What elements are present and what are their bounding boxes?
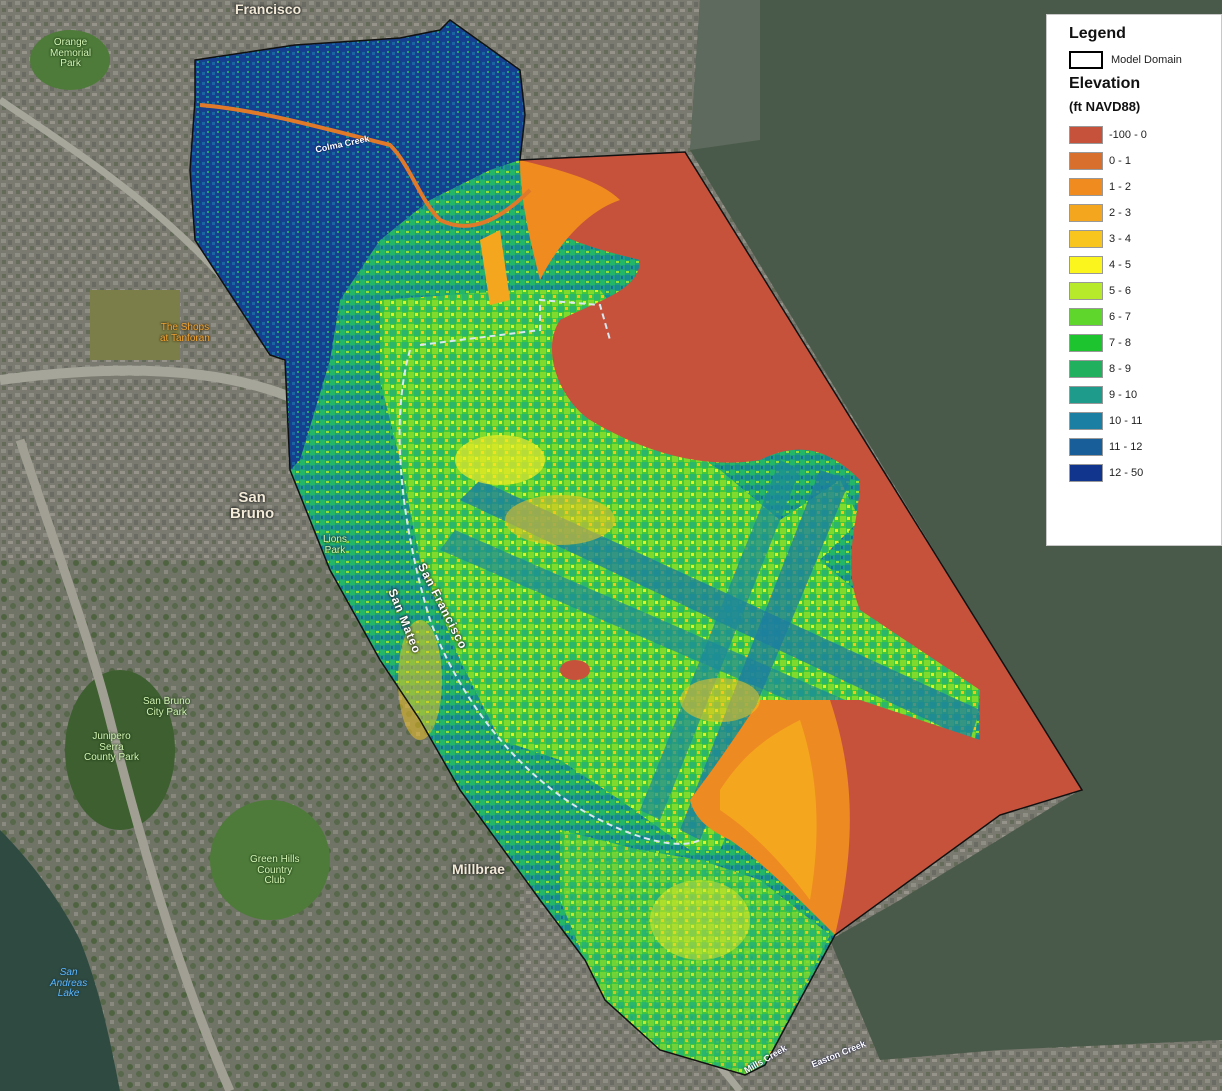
legend-item-label: 6 - 7 xyxy=(1109,311,1132,323)
label-orange-memorial-park: Orange Memorial Park xyxy=(50,37,92,69)
legend-item: 10 - 11 xyxy=(1069,408,1221,434)
legend-item-label: 11 - 12 xyxy=(1109,441,1143,453)
model-domain-outline xyxy=(189,19,1084,1076)
legend-item-label: 3 - 4 xyxy=(1109,233,1132,245)
legend-item-label: 10 - 11 xyxy=(1109,415,1143,427)
green-hills-area xyxy=(210,800,330,920)
legend-item-label: 2 - 3 xyxy=(1109,207,1132,219)
legend-swatch xyxy=(1069,152,1103,170)
legend-swatch xyxy=(1069,412,1103,430)
label-san-bruno: San Bruno xyxy=(230,489,275,522)
legend-units: (ft NAVD88) xyxy=(1069,99,1141,114)
legend-items: -100 - 0 0 - 1 1 - 2 2 - 3 3 - 4 4 - 5 5 - 6 6 … xyxy=(1069,122,1221,486)
legend-item: 4 - 5 xyxy=(1069,252,1221,278)
san-andreas-lake xyxy=(0,830,120,1091)
legend-item: 12 - 50 xyxy=(1069,460,1221,486)
legend-item: 5 - 6 xyxy=(1069,278,1221,304)
legend-swatch xyxy=(1069,256,1103,274)
legend-swatch xyxy=(1069,230,1103,248)
legend-domain-label: Model Domain xyxy=(1111,54,1182,66)
label-shops-tanforan: The Shops at Tanforan xyxy=(160,322,210,344)
label-san-bruno-city-park: San Bruno City Park xyxy=(143,696,191,718)
airport-zone xyxy=(380,290,980,850)
legend-swatch xyxy=(1069,178,1103,196)
legend-item-label: 5 - 6 xyxy=(1109,285,1132,297)
legend-item-label: 8 - 9 xyxy=(1109,363,1132,375)
label-green-hills-country-club: Green Hills Country Club xyxy=(250,854,300,886)
runway-01R xyxy=(640,460,800,820)
legend-item: 8 - 9 xyxy=(1069,356,1221,382)
legend-item: 3 - 4 xyxy=(1069,226,1221,252)
legend-swatch xyxy=(1069,282,1103,300)
legend-swatch xyxy=(1069,126,1103,144)
legend-title: Legend xyxy=(1069,25,1126,42)
legend-item-label: 12 - 50 xyxy=(1109,467,1144,479)
runway-01L xyxy=(680,470,850,840)
legend-item: 2 - 3 xyxy=(1069,200,1221,226)
legend-panel: Legend Model Domain Elevation (ft NAVD88… xyxy=(1046,14,1222,546)
legend-swatch xyxy=(1069,386,1103,404)
legend-item: 7 - 8 xyxy=(1069,330,1221,356)
levee-line xyxy=(398,349,701,845)
label-san-andreas-lake: San Andreas Lake xyxy=(50,967,88,999)
label-millbrae: Millbrae xyxy=(452,861,505,877)
legend-swatch xyxy=(1069,204,1103,222)
legend-item: 11 - 12 xyxy=(1069,434,1221,460)
legend-swatch xyxy=(1069,438,1103,456)
legend-item: 0 - 1 xyxy=(1069,148,1221,174)
legend-item-label: 4 - 5 xyxy=(1109,259,1132,271)
colma-creek-channel xyxy=(199,103,532,228)
label-francisco: Francisco xyxy=(235,1,302,17)
label-junipero-serra-park: Junipero Serra County Park xyxy=(84,731,140,763)
legend-item-label: 0 - 1 xyxy=(1109,155,1132,167)
legend-swatch xyxy=(1069,360,1103,378)
high-ground-north xyxy=(190,20,525,470)
legend-item-label: 9 - 10 xyxy=(1109,389,1138,401)
bay-low-elevation xyxy=(520,152,1082,935)
freeway-280 xyxy=(15,438,235,1091)
legend-item-label: 7 - 8 xyxy=(1109,337,1132,349)
legend-domain-row: Model Domain xyxy=(1069,51,1221,69)
legend-swatch xyxy=(1069,308,1103,326)
shallows-north xyxy=(520,160,620,280)
legend-item: 1 - 2 xyxy=(1069,174,1221,200)
label-lions-park: Lions Park xyxy=(323,534,347,556)
legend-swatch xyxy=(1069,334,1103,352)
legend-item-label: -100 - 0 xyxy=(1109,129,1147,141)
orange-park-area xyxy=(30,30,110,90)
legend-swatch xyxy=(1069,464,1103,482)
legend-item: 9 - 10 xyxy=(1069,382,1221,408)
legend-subtitle: Elevation xyxy=(1069,75,1141,92)
legend-item: 6 - 7 xyxy=(1069,304,1221,330)
south-zone xyxy=(560,830,830,1075)
legend-item: -100 - 0 xyxy=(1069,122,1221,148)
domain-outline-swatch xyxy=(1069,51,1103,69)
legend-item-label: 1 - 2 xyxy=(1109,181,1132,193)
